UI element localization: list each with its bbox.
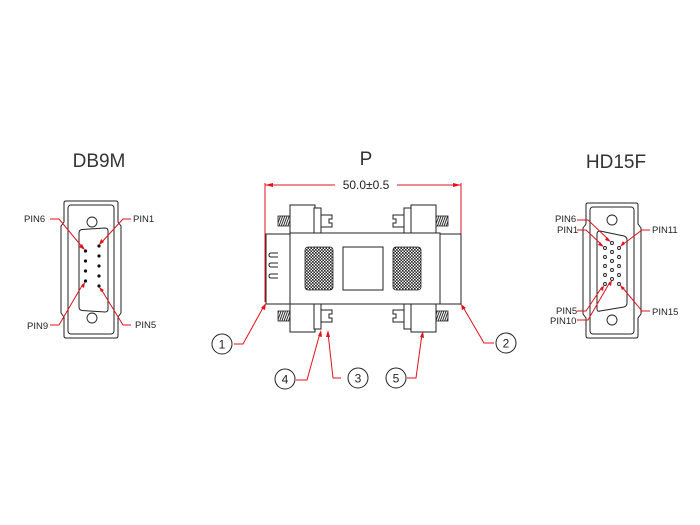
callout-4: 4	[274, 368, 296, 390]
knurl-grip-left	[304, 246, 334, 291]
callout-leaders	[234, 303, 494, 381]
hd15f-pins	[603, 241, 621, 286]
hood-bottom-left	[277, 303, 333, 333]
hd15f-d-shell	[596, 230, 628, 312]
db9-plug-slots	[268, 252, 278, 279]
center-label-window	[342, 246, 384, 291]
db9m-leaders	[50, 218, 131, 326]
svg-text:3: 3	[355, 372, 362, 386]
hood-bottom-right	[392, 303, 449, 333]
hd15f-pin15-label: PIN15	[652, 307, 678, 318]
hd15f-pin11-label: PIN11	[652, 225, 678, 236]
hd15f-flange	[582, 202, 642, 339]
db9m-view: DB9M P	[24, 151, 156, 339]
dimension-label: 50.0±0.5	[343, 178, 390, 192]
center-title: P	[360, 149, 373, 170]
db9m-pins	[83, 244, 101, 288]
db9m-d-shell	[78, 227, 109, 313]
hd15f-inner-frame	[589, 206, 635, 335]
db9m-flange	[60, 200, 122, 339]
hood-top-left	[277, 204, 333, 234]
db9m-inner-frame	[67, 204, 115, 335]
hd15f-leaders	[577, 219, 650, 321]
db9m-pin1-label: PIN1	[133, 214, 154, 225]
callout-5: 5	[385, 367, 407, 389]
hd15f-pin6-label: PIN6	[555, 214, 576, 225]
db9-plug-shell	[265, 233, 291, 305]
hood-top-right	[392, 204, 449, 234]
db9m-screw-hole-top	[86, 216, 98, 228]
hd15f-screw-hole-top	[606, 214, 618, 226]
hd15f-title: HD15F	[586, 152, 646, 173]
svg-text:4: 4	[282, 373, 289, 387]
knurl-grip-right	[392, 246, 422, 291]
db9m-pin9-label: PIN9	[27, 321, 48, 332]
callout-1: 1	[211, 333, 233, 355]
dimension-line: 50.0±0.5	[264, 178, 462, 305]
hd15f-pin5-label: PIN5	[556, 306, 577, 317]
db9m-pin6-label: PIN6	[24, 214, 45, 225]
hd15-receptacle-shell	[439, 233, 462, 305]
callout-3: 3	[347, 367, 369, 389]
hd15f-pin10-label: PIN10	[550, 316, 576, 327]
hd15f-screw-hole-bottom	[606, 314, 618, 326]
hd15f-pin1-label: PIN1	[557, 225, 578, 236]
svg-text:5: 5	[393, 372, 400, 386]
svg-text:1: 1	[219, 338, 226, 352]
db9m-title: DB9M	[73, 151, 126, 172]
db9m-pin5-label: PIN5	[135, 320, 156, 331]
adapter-side-view: P 50.0±0.5	[211, 149, 517, 390]
db9m-screw-hole-bottom	[86, 312, 98, 324]
hd15f-view: HD15F	[550, 152, 678, 339]
callout-2: 2	[495, 332, 517, 354]
svg-text:2: 2	[503, 337, 510, 351]
